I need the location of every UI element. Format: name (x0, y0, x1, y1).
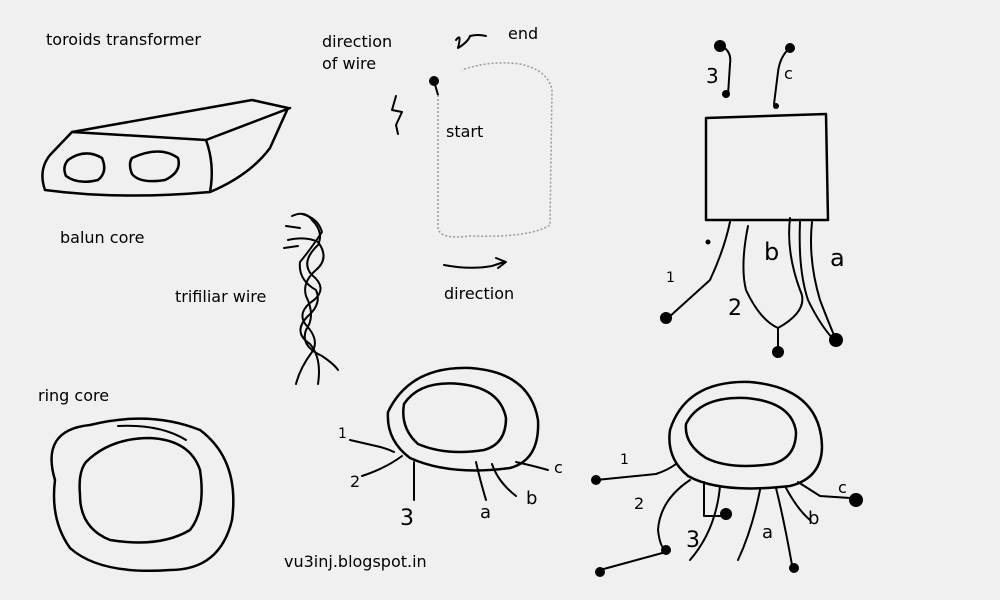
mark-right-3: 3 (686, 528, 700, 553)
transformer-box-drawing (660, 40, 843, 358)
label-direction: direction (444, 284, 515, 303)
mark-bottom-1: 1 (666, 270, 675, 286)
mark-mid-b: b (526, 488, 538, 509)
label-ring-core: ring core (38, 386, 110, 405)
label-site-url: vu3inj.blogspot.in (284, 552, 427, 571)
mark-mid-c: c (554, 458, 563, 477)
ring-core-drawing (50, 417, 235, 573)
mark-right-c: c (838, 478, 847, 497)
mark-mid-3: 3 (400, 506, 414, 531)
trifilar-wire-drawing (283, 212, 339, 385)
balun-core-drawing (41, 98, 292, 197)
mark-bottom-a: a (830, 244, 845, 272)
mark-mid-2: 2 (350, 472, 361, 491)
mark-top-c: c (784, 64, 793, 83)
mark-right-2: 2 (634, 494, 645, 513)
title-toroids-transformer: toroids transformer (46, 30, 201, 49)
mark-bottom-b: b (764, 238, 780, 266)
label-trifiliar-wire: trifiliar wire (175, 287, 267, 306)
mark-right-b: b (808, 508, 820, 529)
mark-mid-a: a (480, 502, 492, 523)
mark-top-3: 3 (706, 64, 719, 88)
mark-right-a: a (762, 522, 774, 543)
toroid-windings-middle (349, 366, 549, 501)
label-balun-core: balun core (60, 228, 145, 247)
label-start: start (446, 122, 484, 141)
mark-right-1: 1 (620, 452, 629, 468)
winding-direction-drawing (391, 34, 553, 269)
mark-mid-1: 1 (338, 426, 347, 442)
toroid-windings-right (591, 380, 863, 577)
mark-bottom-2: 2 (728, 296, 742, 321)
label-direction-of-wire-2: of wire (322, 54, 377, 73)
label-direction-of-wire-1: direction (322, 32, 393, 51)
label-end: end (508, 24, 539, 43)
